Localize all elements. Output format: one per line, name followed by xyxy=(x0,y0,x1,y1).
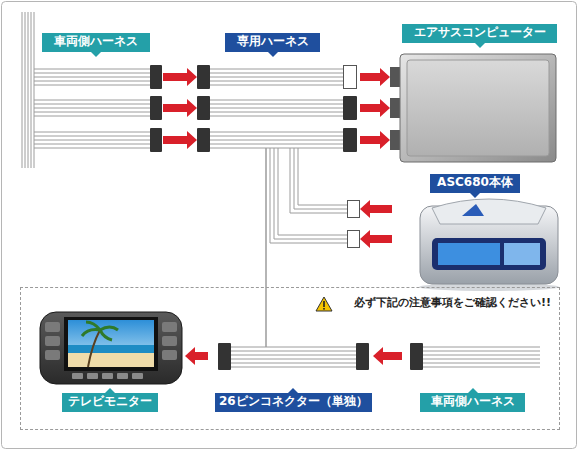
computer-port xyxy=(390,130,400,150)
label-tag: テレビモニター xyxy=(62,393,158,412)
label-tag: 26ピンコネクター（単独） xyxy=(215,393,372,412)
connector xyxy=(410,343,423,370)
device-logo xyxy=(462,204,484,216)
warning-mark xyxy=(323,301,325,307)
palm-trunk xyxy=(88,330,100,367)
monitor-button xyxy=(162,350,177,360)
connector xyxy=(356,343,369,370)
monitor-body xyxy=(40,312,182,384)
label-tag: 車両側ハーネス xyxy=(42,33,150,52)
monitor-button xyxy=(162,336,177,346)
palm-leaves xyxy=(82,322,118,340)
red-arrow xyxy=(370,205,392,213)
monitor-button xyxy=(102,373,113,379)
device-screen xyxy=(438,243,500,265)
computer-port xyxy=(390,67,400,87)
red-arrow xyxy=(163,131,197,149)
monitor-button xyxy=(45,350,60,360)
connector xyxy=(343,128,357,152)
connector xyxy=(343,96,357,120)
monitor-node: テレビモニター xyxy=(35,305,185,420)
connector xyxy=(197,65,210,89)
connector xyxy=(150,128,162,152)
red-arrow xyxy=(360,68,390,86)
connector xyxy=(197,96,210,120)
connector xyxy=(348,231,360,248)
connector-node: 26ピンコネクター（単独） xyxy=(208,330,373,420)
harness-node: 車両側ハーネス xyxy=(402,330,548,420)
monitor-button xyxy=(87,373,98,379)
monitor-button xyxy=(162,322,177,332)
monitor-button xyxy=(45,322,60,332)
device-display xyxy=(432,238,546,270)
wire-bundle xyxy=(210,69,343,148)
harness-wire xyxy=(265,250,267,330)
red-arrow xyxy=(163,68,197,86)
monitor-screen xyxy=(68,320,154,367)
red-arrow xyxy=(360,104,380,112)
connector xyxy=(150,65,162,89)
monitor-bezel xyxy=(64,317,158,371)
monitor-button xyxy=(72,373,83,379)
wire-bundle xyxy=(22,12,34,168)
connector xyxy=(218,343,231,370)
wire-bundle xyxy=(34,69,150,148)
label-tag: エアサスコンピューター xyxy=(402,24,557,43)
wire-bundle xyxy=(231,347,356,367)
computer-node: エアサスコンピューター xyxy=(390,22,560,164)
connector xyxy=(150,96,162,120)
computer-unit xyxy=(400,54,556,162)
connector xyxy=(344,66,357,89)
device-screen xyxy=(504,243,540,265)
harness-node: 車両側ハーネス xyxy=(18,22,163,157)
warning-icon xyxy=(316,297,332,311)
branch-wire xyxy=(270,148,347,243)
monitor-button xyxy=(132,373,143,379)
wire-bundle xyxy=(423,347,540,367)
red-arrow xyxy=(383,352,402,360)
harness-node: 専用ハーネス xyxy=(197,22,360,250)
red-arrow xyxy=(195,352,208,360)
label-tag: 専用ハーネス xyxy=(225,33,320,52)
screen-sea xyxy=(68,345,154,353)
red-arrow xyxy=(360,230,392,248)
red-arrow xyxy=(360,131,390,149)
connector xyxy=(348,201,360,218)
label-tag: ASC680本体 xyxy=(430,174,520,193)
monitor-button xyxy=(117,373,128,379)
branch-wire xyxy=(290,148,347,213)
notice-frame: 必ず下記の注意事項をご確認ください!! テレビモニター 26ピンコネクター（単独） 車… xyxy=(20,287,560,430)
computer-port xyxy=(390,98,400,118)
label-tag: 車両側ハーネス xyxy=(420,393,525,412)
monitor-button xyxy=(45,336,60,346)
branch-wire xyxy=(265,148,267,347)
red-arrow xyxy=(163,104,187,112)
notice-text: 必ず下記の注意事項をご確認ください!! xyxy=(354,295,551,310)
screen-sand xyxy=(68,353,154,367)
device-top xyxy=(432,199,546,224)
connector xyxy=(197,128,210,152)
controller-node: ASC680本体 xyxy=(392,170,562,290)
warning-mark xyxy=(323,308,325,310)
computer-panel xyxy=(407,60,549,156)
